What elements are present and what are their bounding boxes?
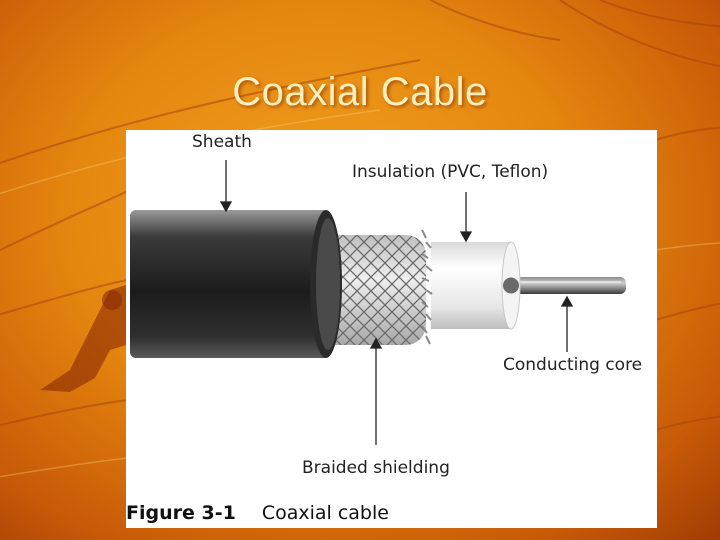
coaxial-cable-illustration: [130, 160, 626, 445]
sheath-label: Sheath: [192, 132, 252, 152]
braided-shielding-label: Braided shielding: [302, 458, 450, 478]
slide-title: Coaxial Cable: [232, 70, 488, 114]
outer-sheath: [130, 210, 342, 358]
label-arrows: [219, 160, 574, 445]
figure-panel: Sheath Insulation (PVC, Teflon) Conducti…: [126, 130, 657, 528]
insulation-label: Insulation (PVC, Teflon): [352, 162, 549, 182]
runner-silhouette: [40, 285, 126, 392]
conducting-core-wire: [504, 277, 626, 294]
figure-caption: Figure 3-1 Coaxial cable: [126, 502, 389, 524]
braided-shielding-layer: [316, 229, 433, 345]
conducting-core-label: Conducting core: [503, 355, 643, 375]
figure-number: Figure 3-1: [126, 502, 236, 524]
insulation-layer: [431, 241, 521, 330]
figure-caption-text: Coaxial cable: [261, 502, 389, 524]
